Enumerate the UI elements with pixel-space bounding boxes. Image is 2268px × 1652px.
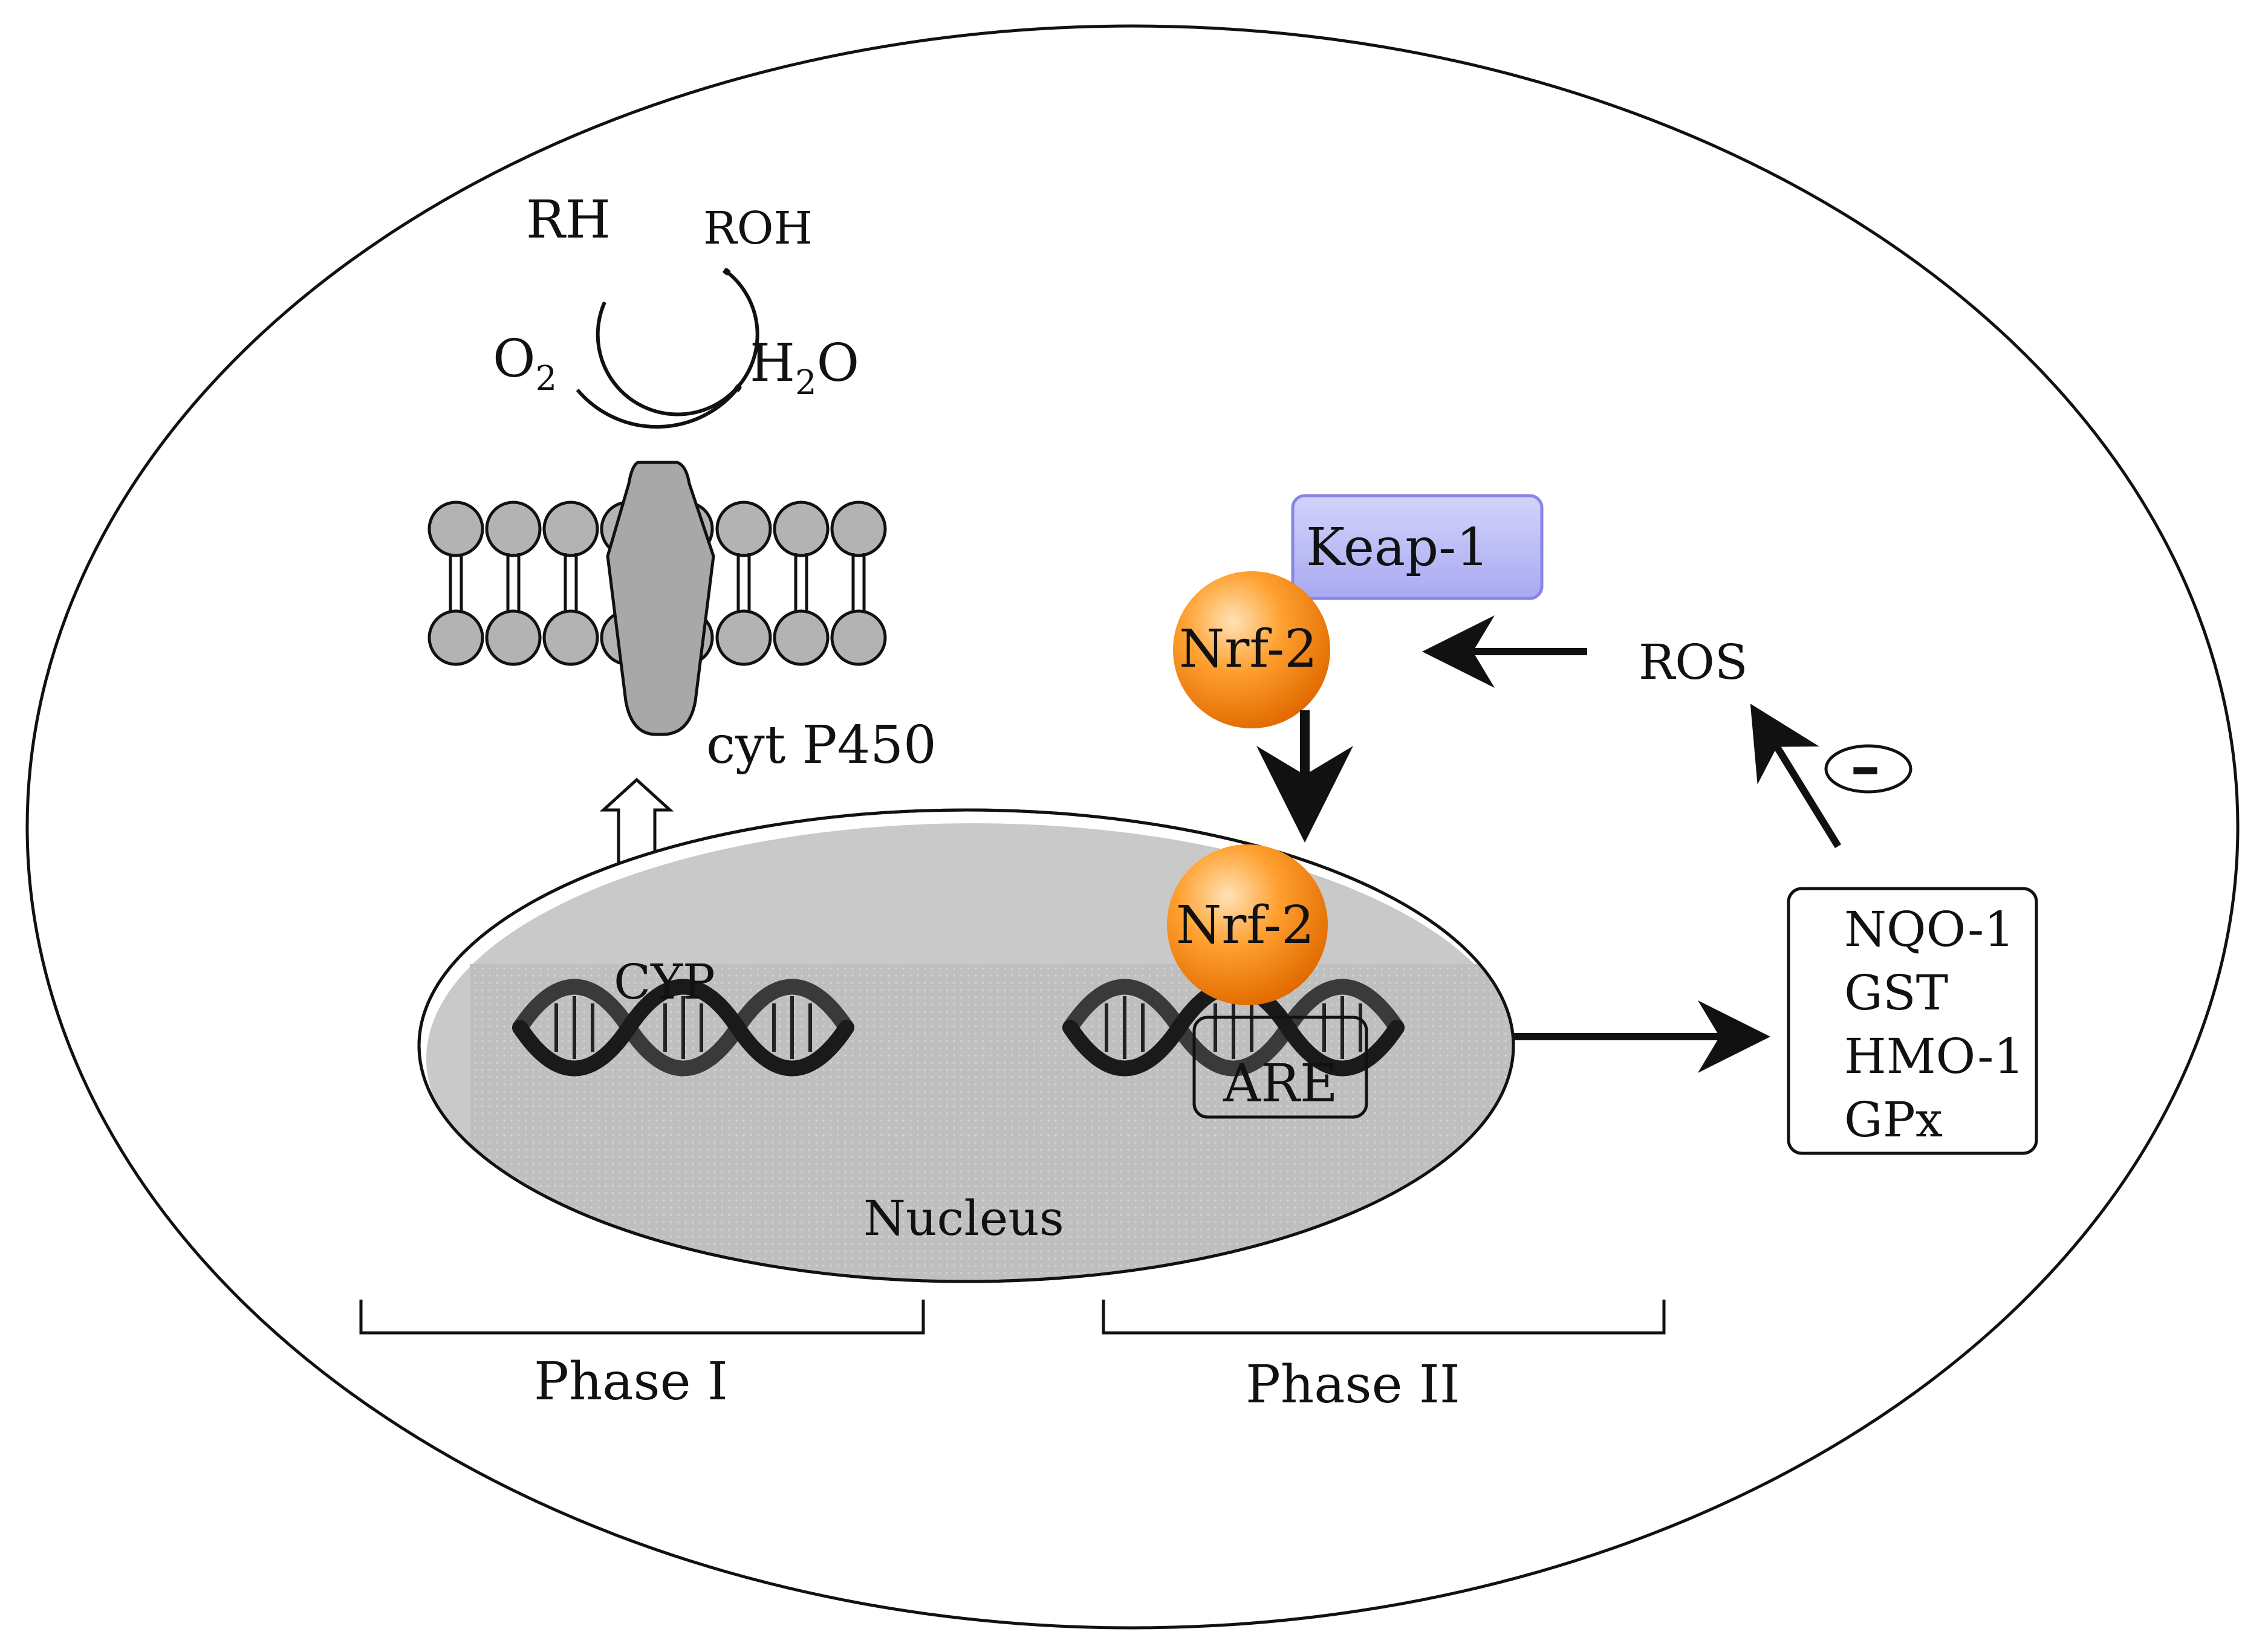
rh-label: RH — [526, 190, 611, 250]
lipid-pair — [449, 553, 463, 611]
keap1-label: Keap-1 — [1306, 517, 1489, 578]
ros-label: ROS — [1639, 634, 1748, 690]
phase-1-label: Phase I — [534, 1352, 728, 1412]
nucleus-label: Nucleus — [863, 1190, 1064, 1246]
are-element-box — [1192, 1015, 1368, 1119]
cyp-gene-label: CYP — [614, 954, 715, 1010]
enzyme-gpx: GPx — [1844, 1092, 1943, 1148]
inhibition-sign — [1824, 744, 1912, 794]
roh-label: ROH — [703, 202, 813, 254]
phase-2-label: Phase II — [1246, 1355, 1460, 1415]
lipid-bilayer-icon — [427, 500, 887, 666]
enzyme-nqo1: NQO-1 — [1844, 901, 2015, 957]
o2-label: O2 — [493, 329, 557, 398]
h2o-label: H2O — [750, 333, 859, 403]
enzyme-gst: GST — [1844, 965, 1948, 1021]
p450-reaction-cycle — [576, 271, 759, 429]
are-label: ARE — [1223, 1054, 1338, 1114]
phase-2-bracket — [1102, 1300, 1666, 1335]
nrf2-nucleus-label: Nrf-2 — [1176, 895, 1314, 956]
keap1-box — [1291, 494, 1544, 600]
inhibition-sign-label: – — [1850, 730, 1880, 802]
nrf2-cytoplasm-label: Nrf-2 — [1179, 619, 1318, 679]
cyt-p450-label: cyt P450 — [706, 715, 937, 776]
enzyme-hmo1: HMO-1 — [1844, 1028, 2024, 1084]
nrf2-cytoplasm-node — [1173, 571, 1330, 728]
phase-1-bracket — [359, 1300, 925, 1335]
cytochrome-p450-protein-icon — [606, 461, 715, 736]
enzymes-to-ros-arrow — [1750, 704, 1842, 849]
enzyme-list-box — [1787, 887, 2038, 1155]
nrf2-nucleus-node — [1167, 844, 1328, 1005]
